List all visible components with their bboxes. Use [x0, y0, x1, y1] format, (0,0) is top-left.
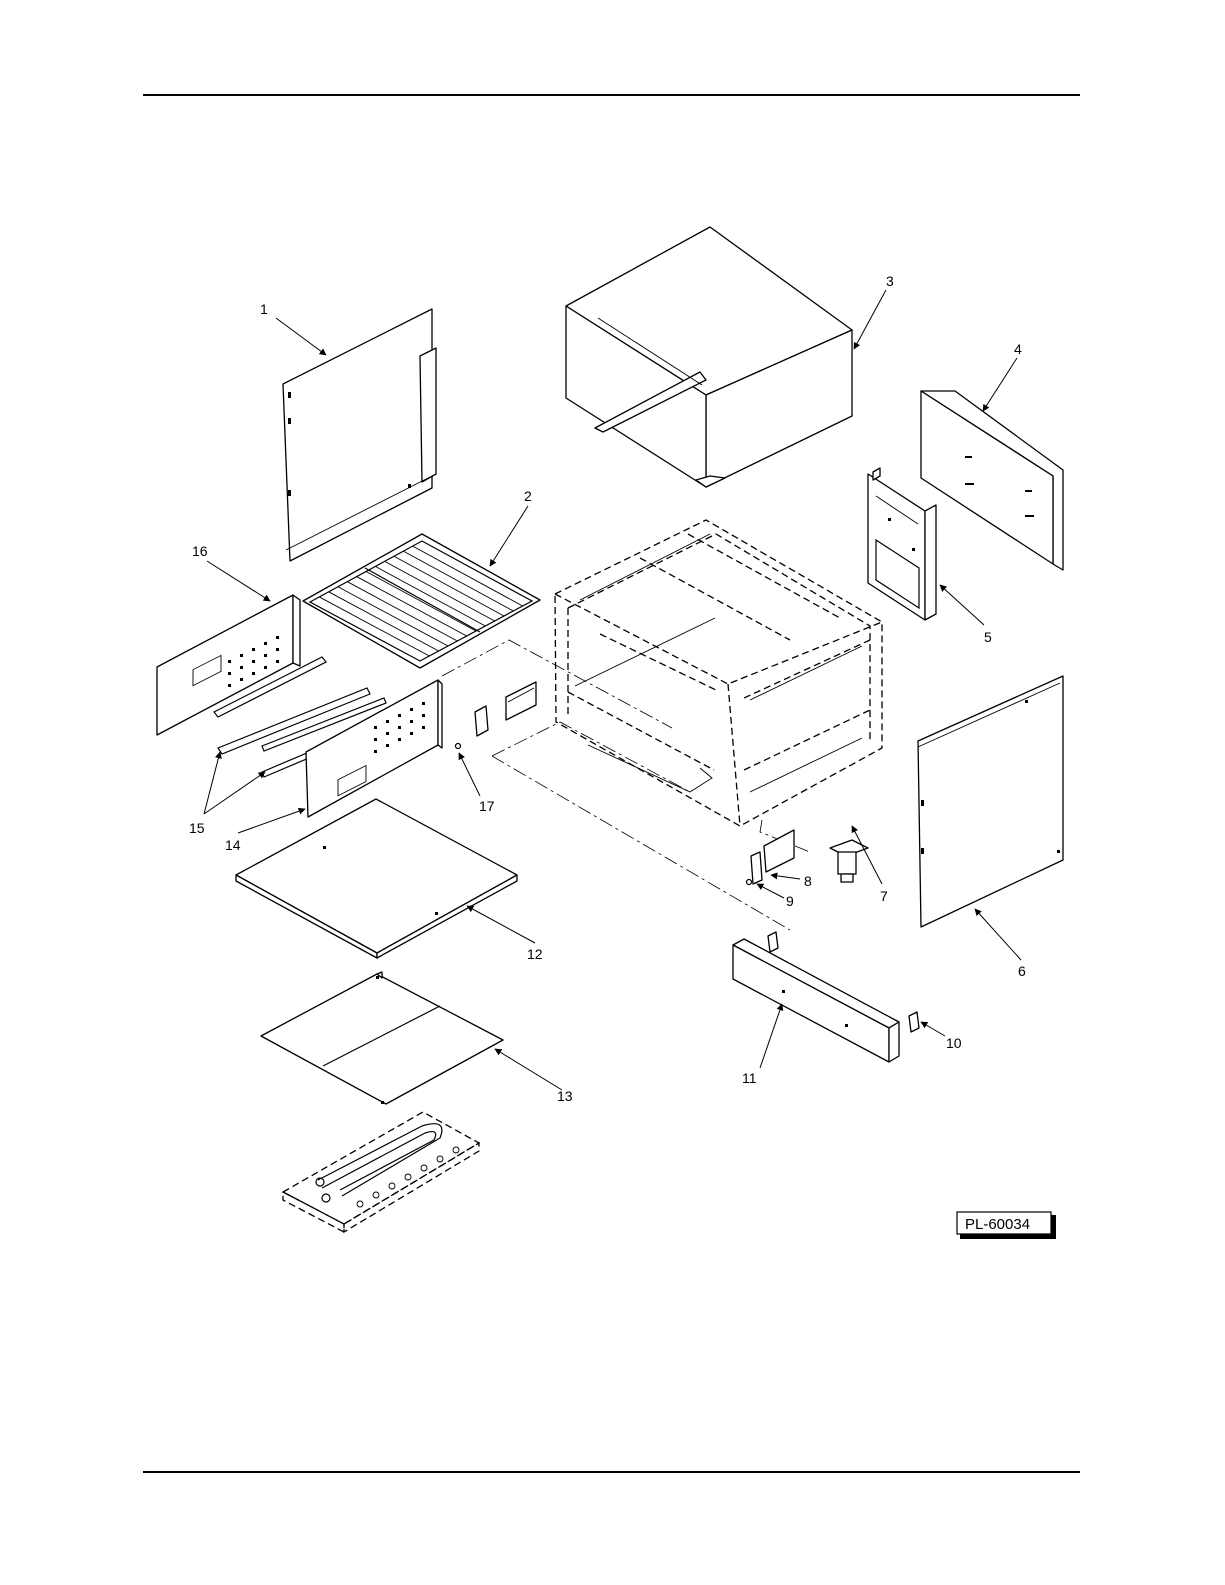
panel-14-hole — [398, 714, 401, 717]
panel-14-hole — [422, 714, 425, 717]
callout-4: 4 — [1014, 341, 1022, 357]
heater-hole — [421, 1165, 427, 1171]
part-13-deflector — [261, 972, 503, 1104]
panel-16-hole — [240, 666, 243, 669]
heater-hole — [373, 1192, 379, 1198]
panel-16-hole — [264, 642, 267, 645]
callout-14: 14 — [225, 837, 241, 853]
figure-reference-code: PL-60034 — [965, 1216, 1030, 1233]
callout-16: 16 — [192, 543, 208, 559]
panel-16-hole — [252, 672, 255, 675]
hinge-assembly-left — [475, 682, 536, 736]
callout-3: 3 — [886, 273, 894, 289]
panel-14-hole — [374, 750, 377, 753]
panel-14-hole — [422, 726, 425, 729]
panel-16-hole — [228, 684, 231, 687]
heater-hole — [437, 1156, 443, 1162]
callout-12: 12 — [527, 946, 543, 962]
panel-16-hole — [264, 654, 267, 657]
heater-hole — [405, 1174, 411, 1180]
panel-14-hole — [398, 726, 401, 729]
part-4-back-panel — [921, 391, 1063, 570]
callout-11: 11 — [742, 1070, 757, 1086]
part-9-screw — [747, 880, 752, 885]
part-1-left-side-panel — [283, 309, 436, 561]
panel-16-hole — [276, 636, 279, 639]
figure-reference-box: PL-60034 — [957, 1212, 1056, 1239]
panel-16-hole — [276, 648, 279, 651]
heater-hole — [389, 1183, 395, 1189]
panel-14-hole — [410, 708, 413, 711]
callout-7: 7 — [880, 888, 888, 904]
part-6-right-side-panel — [918, 676, 1063, 927]
callout-10: 10 — [946, 1035, 962, 1051]
callout-9: 9 — [786, 893, 794, 909]
panel-16-hole — [228, 672, 231, 675]
panel-16-hole — [240, 678, 243, 681]
part-17-screw — [456, 744, 461, 749]
oven-body-phantom — [555, 520, 882, 826]
panel-16-hole — [228, 660, 231, 663]
callout-15: 15 — [189, 820, 205, 836]
callout-17: 17 — [479, 798, 495, 814]
panel-16-hole — [276, 660, 279, 663]
callout-13: 13 — [557, 1088, 573, 1104]
panel-14-hole — [386, 744, 389, 747]
callout-5: 5 — [984, 629, 992, 645]
part-5-side-frame — [868, 468, 936, 620]
panel-16-hole — [252, 660, 255, 663]
panel-14-hole — [374, 726, 377, 729]
panel-14-hole — [410, 720, 413, 723]
callout-1: 1 — [260, 301, 268, 317]
panel-14-hole — [386, 720, 389, 723]
heating-element-assembly — [283, 1112, 479, 1232]
callout-2: 2 — [524, 488, 532, 504]
callout-6: 6 — [1018, 963, 1026, 979]
panel-14-hole — [386, 732, 389, 735]
part-10-clip — [909, 1012, 919, 1032]
callout-8: 8 — [804, 873, 812, 889]
heater-hole — [357, 1201, 363, 1207]
part-3-top-cover — [566, 227, 852, 487]
part-16-left-panel — [157, 595, 300, 735]
part-8-hinge-bracket — [751, 830, 794, 884]
panel-16-hole — [264, 666, 267, 669]
panel-14-hole — [410, 732, 413, 735]
clip-above-part-11 — [768, 932, 778, 952]
panel-16-hole — [240, 654, 243, 657]
part-12-bottom-pan — [236, 799, 517, 958]
part-11-kick-panel — [733, 939, 899, 1062]
part-2-wire-rack — [303, 534, 540, 668]
heater-hole — [453, 1147, 459, 1153]
part-14-front-panel — [306, 680, 442, 817]
panel-16-hole — [252, 648, 255, 651]
panel-14-hole — [422, 702, 425, 705]
panel-14-hole — [398, 738, 401, 741]
panel-14-hole — [374, 738, 377, 741]
